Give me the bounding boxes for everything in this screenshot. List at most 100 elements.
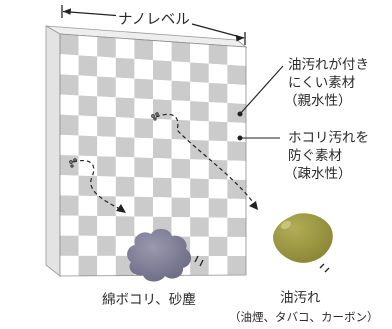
checker-cell bbox=[171, 80, 191, 102]
checker-cell bbox=[78, 115, 98, 137]
checker-cell bbox=[227, 103, 246, 123]
checker-cell bbox=[208, 217, 228, 237]
checker-cell bbox=[97, 36, 116, 58]
checker-cell bbox=[78, 235, 98, 256]
oil-trajectory-arrowhead bbox=[249, 201, 258, 210]
dust-caption: 綿ボコリ、砂塵 bbox=[102, 292, 196, 308]
checker-cell bbox=[171, 217, 191, 237]
dust-resistant-line-3: （疎水性） bbox=[284, 166, 352, 182]
checker-cell bbox=[171, 119, 191, 140]
checker-cell bbox=[60, 54, 79, 76]
checker-cell bbox=[134, 196, 153, 217]
checker-cell bbox=[60, 114, 79, 136]
checker-cell bbox=[97, 56, 116, 78]
checker-cell bbox=[171, 178, 191, 198]
checker-cell bbox=[190, 217, 209, 237]
checker-cell bbox=[153, 79, 172, 101]
checker-cell bbox=[115, 176, 135, 197]
oil-caption: 油汚れ bbox=[280, 290, 321, 306]
checker-cell bbox=[190, 120, 209, 141]
checker-cell bbox=[78, 215, 98, 236]
checker-cell bbox=[190, 81, 209, 103]
dust-motion-marks bbox=[194, 255, 204, 267]
checker-cell bbox=[97, 176, 116, 197]
checker-cell bbox=[171, 197, 191, 218]
checker-cell bbox=[78, 175, 98, 197]
oil-resistant-line-1: 油汚れが付き bbox=[288, 57, 369, 73]
checker-cell bbox=[153, 118, 172, 140]
checker-cell bbox=[134, 137, 153, 158]
checker-cell bbox=[60, 74, 79, 96]
checker-cell bbox=[153, 177, 172, 198]
checker-cell bbox=[227, 179, 246, 199]
checker-cell bbox=[78, 35, 98, 57]
checker-cell bbox=[134, 118, 153, 139]
checker-cell bbox=[97, 136, 116, 157]
checker-cell bbox=[171, 61, 191, 82]
checker-cell bbox=[134, 39, 153, 61]
checker-cell bbox=[208, 236, 228, 256]
checker-cell bbox=[208, 255, 228, 276]
checker-cell bbox=[190, 101, 209, 122]
oil-trajectory bbox=[155, 113, 256, 206]
checker-cell bbox=[60, 134, 79, 156]
checker-cell bbox=[78, 75, 98, 97]
checker-cell bbox=[190, 159, 209, 180]
checker-cell bbox=[115, 117, 135, 138]
checker-cell bbox=[208, 159, 228, 180]
checker-cell bbox=[227, 122, 246, 142]
checker-cell bbox=[227, 160, 246, 180]
checker-cell bbox=[134, 58, 153, 80]
checker-cell bbox=[153, 60, 172, 81]
particle-marks bbox=[69, 112, 159, 168]
checker-cell bbox=[78, 95, 98, 117]
checker-cell bbox=[60, 175, 79, 196]
checker-cell bbox=[208, 121, 228, 142]
oil-drop bbox=[273, 213, 333, 263]
checker-cell bbox=[227, 236, 246, 256]
checker-cell bbox=[190, 43, 209, 64]
checker-cell bbox=[208, 179, 228, 199]
dust-trajectory bbox=[72, 159, 123, 211]
dust-resistant-line-2: 防ぐ素材 bbox=[288, 148, 342, 164]
checker-cell bbox=[208, 44, 228, 65]
checker-cell bbox=[60, 255, 79, 276]
checker-cell bbox=[190, 197, 209, 218]
checker-cell bbox=[97, 196, 116, 217]
checker-cell bbox=[208, 102, 228, 123]
checker-cell bbox=[115, 216, 135, 237]
checker-cell bbox=[171, 41, 191, 63]
checker-cell bbox=[115, 37, 135, 59]
checker-cell bbox=[153, 40, 172, 62]
checker-cell bbox=[227, 83, 246, 104]
panel-side-face bbox=[45, 25, 61, 277]
checker-cell bbox=[115, 77, 135, 99]
checker-cell bbox=[134, 177, 153, 198]
checker-cell bbox=[60, 155, 79, 176]
checker-cell bbox=[153, 99, 172, 120]
checker-cell bbox=[78, 255, 98, 276]
nano-level-dimension bbox=[61, 5, 246, 45]
checker-cell bbox=[115, 97, 135, 118]
checker-cell bbox=[97, 216, 116, 237]
checker-cell bbox=[134, 98, 153, 119]
checker-cell bbox=[60, 195, 79, 216]
checker-cell bbox=[134, 157, 153, 178]
checker-cell bbox=[190, 178, 209, 199]
panel-front-outline bbox=[59, 33, 247, 277]
checker-cell bbox=[153, 197, 172, 217]
dust-resistant-material-label: ホコリ汚れを 防ぐ素材 （疎水性） bbox=[284, 129, 369, 183]
checker-cell bbox=[171, 100, 191, 121]
checker-cell bbox=[78, 135, 98, 157]
oil-resistant-material-label: 油汚れが付き にくい素材 （親水性） bbox=[284, 56, 369, 110]
checker-cell bbox=[134, 216, 153, 237]
checker-cell bbox=[78, 55, 98, 77]
checker-cell bbox=[97, 116, 116, 137]
checker-cell bbox=[190, 62, 209, 83]
oil-motion-marks bbox=[319, 263, 330, 273]
checker-cell bbox=[78, 195, 98, 216]
checker-cell bbox=[153, 158, 172, 179]
dust-trajectory-arrowhead bbox=[116, 204, 126, 213]
checker-cell bbox=[227, 198, 246, 218]
checker-cell bbox=[227, 45, 246, 66]
